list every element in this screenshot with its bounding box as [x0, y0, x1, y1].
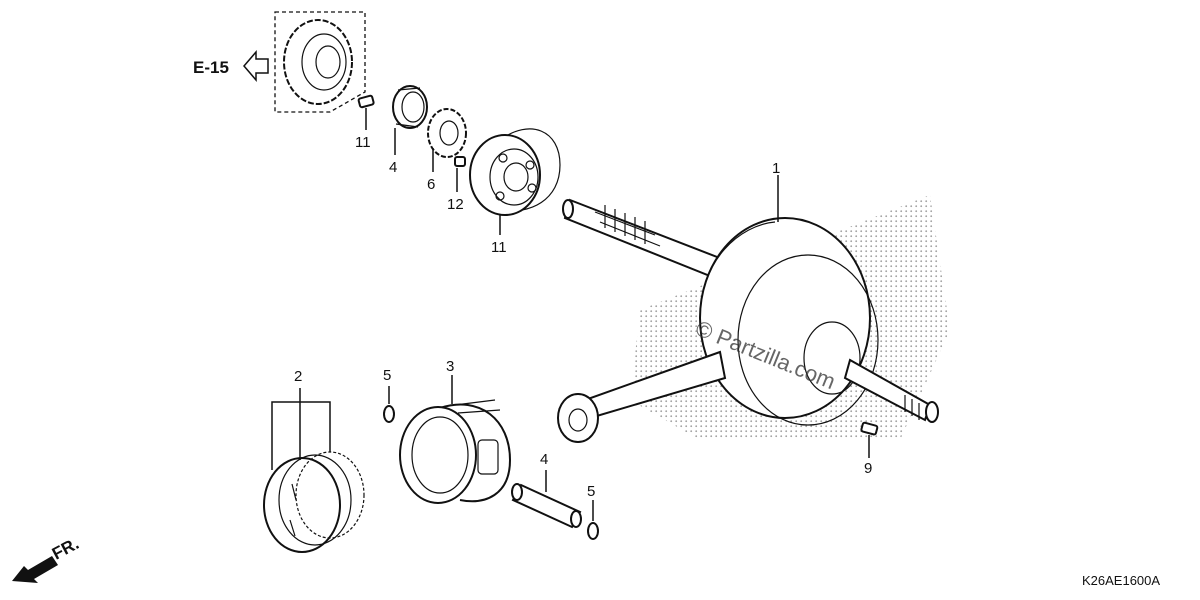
callout-10: 11 [355, 134, 371, 151]
callout-2: 2 [294, 368, 302, 385]
part-8-collar[interactable]: 4 [389, 85, 428, 176]
part-1-crankshaft[interactable]: 1 [557, 160, 939, 443]
callout-5-lower: 5 [587, 483, 595, 500]
callout-11: 11 [491, 239, 507, 256]
part-10-key[interactable]: 11 [355, 94, 375, 151]
part-9-key[interactable]: 9 [860, 421, 879, 477]
part-12-key[interactable]: 12 [447, 156, 466, 213]
callout-4: 4 [540, 451, 548, 468]
callout-1: 1 [772, 160, 780, 177]
callout-12: 12 [447, 196, 464, 213]
arrow-front-icon [12, 556, 58, 583]
part-6-sprocket[interactable]: 6 [427, 108, 467, 193]
part-5-clip-lower[interactable]: 5 [587, 483, 599, 540]
part-5-clip-upper[interactable]: 5 [383, 367, 395, 423]
part-3-piston[interactable]: 3 [399, 358, 512, 504]
part-11-bearing[interactable]: 11 [469, 128, 561, 256]
timing-gear[interactable] [274, 11, 366, 113]
callout-6: 6 [427, 176, 435, 193]
callout-8: 4 [389, 159, 397, 176]
reference-arrow[interactable]: E-15 [193, 49, 269, 83]
reference-label: E-15 [193, 58, 229, 77]
part-2-piston-rings[interactable]: 2 [263, 368, 365, 553]
diagram-code: K26AE1600A [1082, 573, 1160, 588]
part-4-piston-pin[interactable]: 4 [511, 451, 582, 529]
callout-9: 9 [864, 460, 872, 477]
callout-3: 3 [446, 358, 454, 375]
front-direction-indicator: FR. [12, 534, 82, 583]
callout-5-upper: 5 [383, 367, 391, 384]
arrow-left-icon [243, 49, 269, 83]
